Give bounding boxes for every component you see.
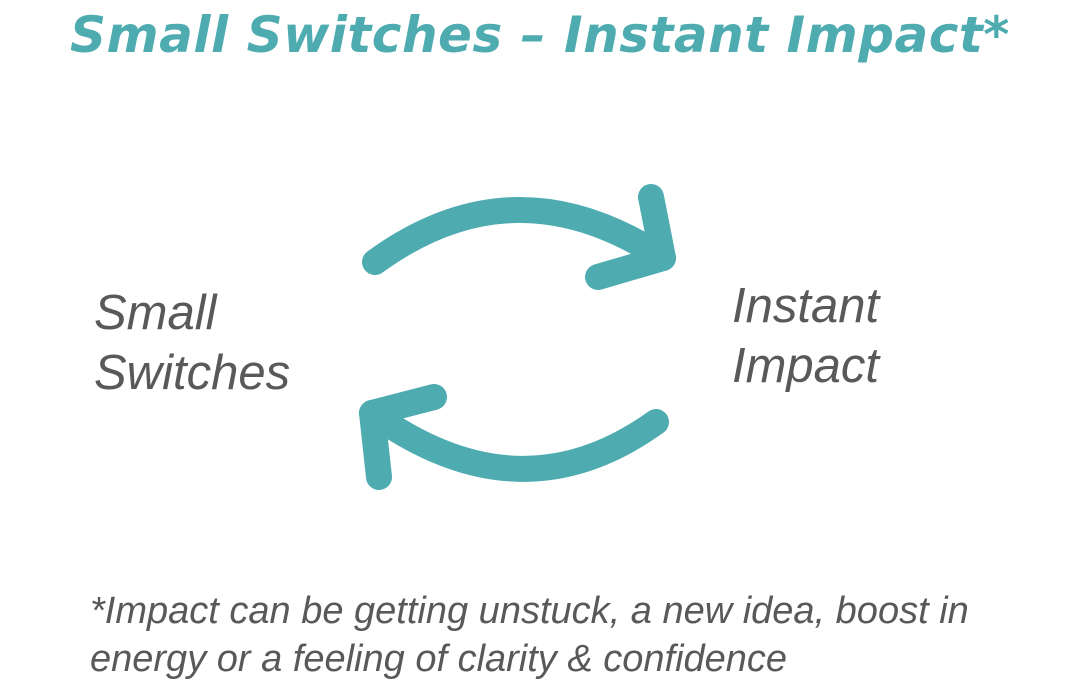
node-instant-impact-line2: Impact [732, 339, 880, 393]
footnote: *Impact can be getting unstuck, a new id… [90, 587, 1070, 683]
top-arrow-head [585, 184, 676, 290]
node-small-switches: Small Switches [94, 283, 290, 403]
curved-arrow-right-icon [362, 184, 676, 290]
node-small-switches-line2: Switches [94, 346, 291, 400]
node-small-switches-line1: Small [94, 286, 217, 340]
page-title: Small Switches – Instant Impact* [70, 6, 1010, 64]
footnote-line2: energy or a feeling of clarity & confide… [90, 638, 788, 680]
footnote-line1: *Impact can be getting unstuck, a new id… [90, 590, 969, 632]
top-arrow-shaft [362, 197, 676, 275]
node-instant-impact: Instant Impact [732, 276, 879, 396]
bottom-arrow-shaft [359, 400, 669, 482]
bottom-arrow-head [359, 384, 447, 490]
curved-arrow-left-icon [359, 384, 669, 490]
node-instant-impact-line1: Instant [732, 279, 880, 333]
